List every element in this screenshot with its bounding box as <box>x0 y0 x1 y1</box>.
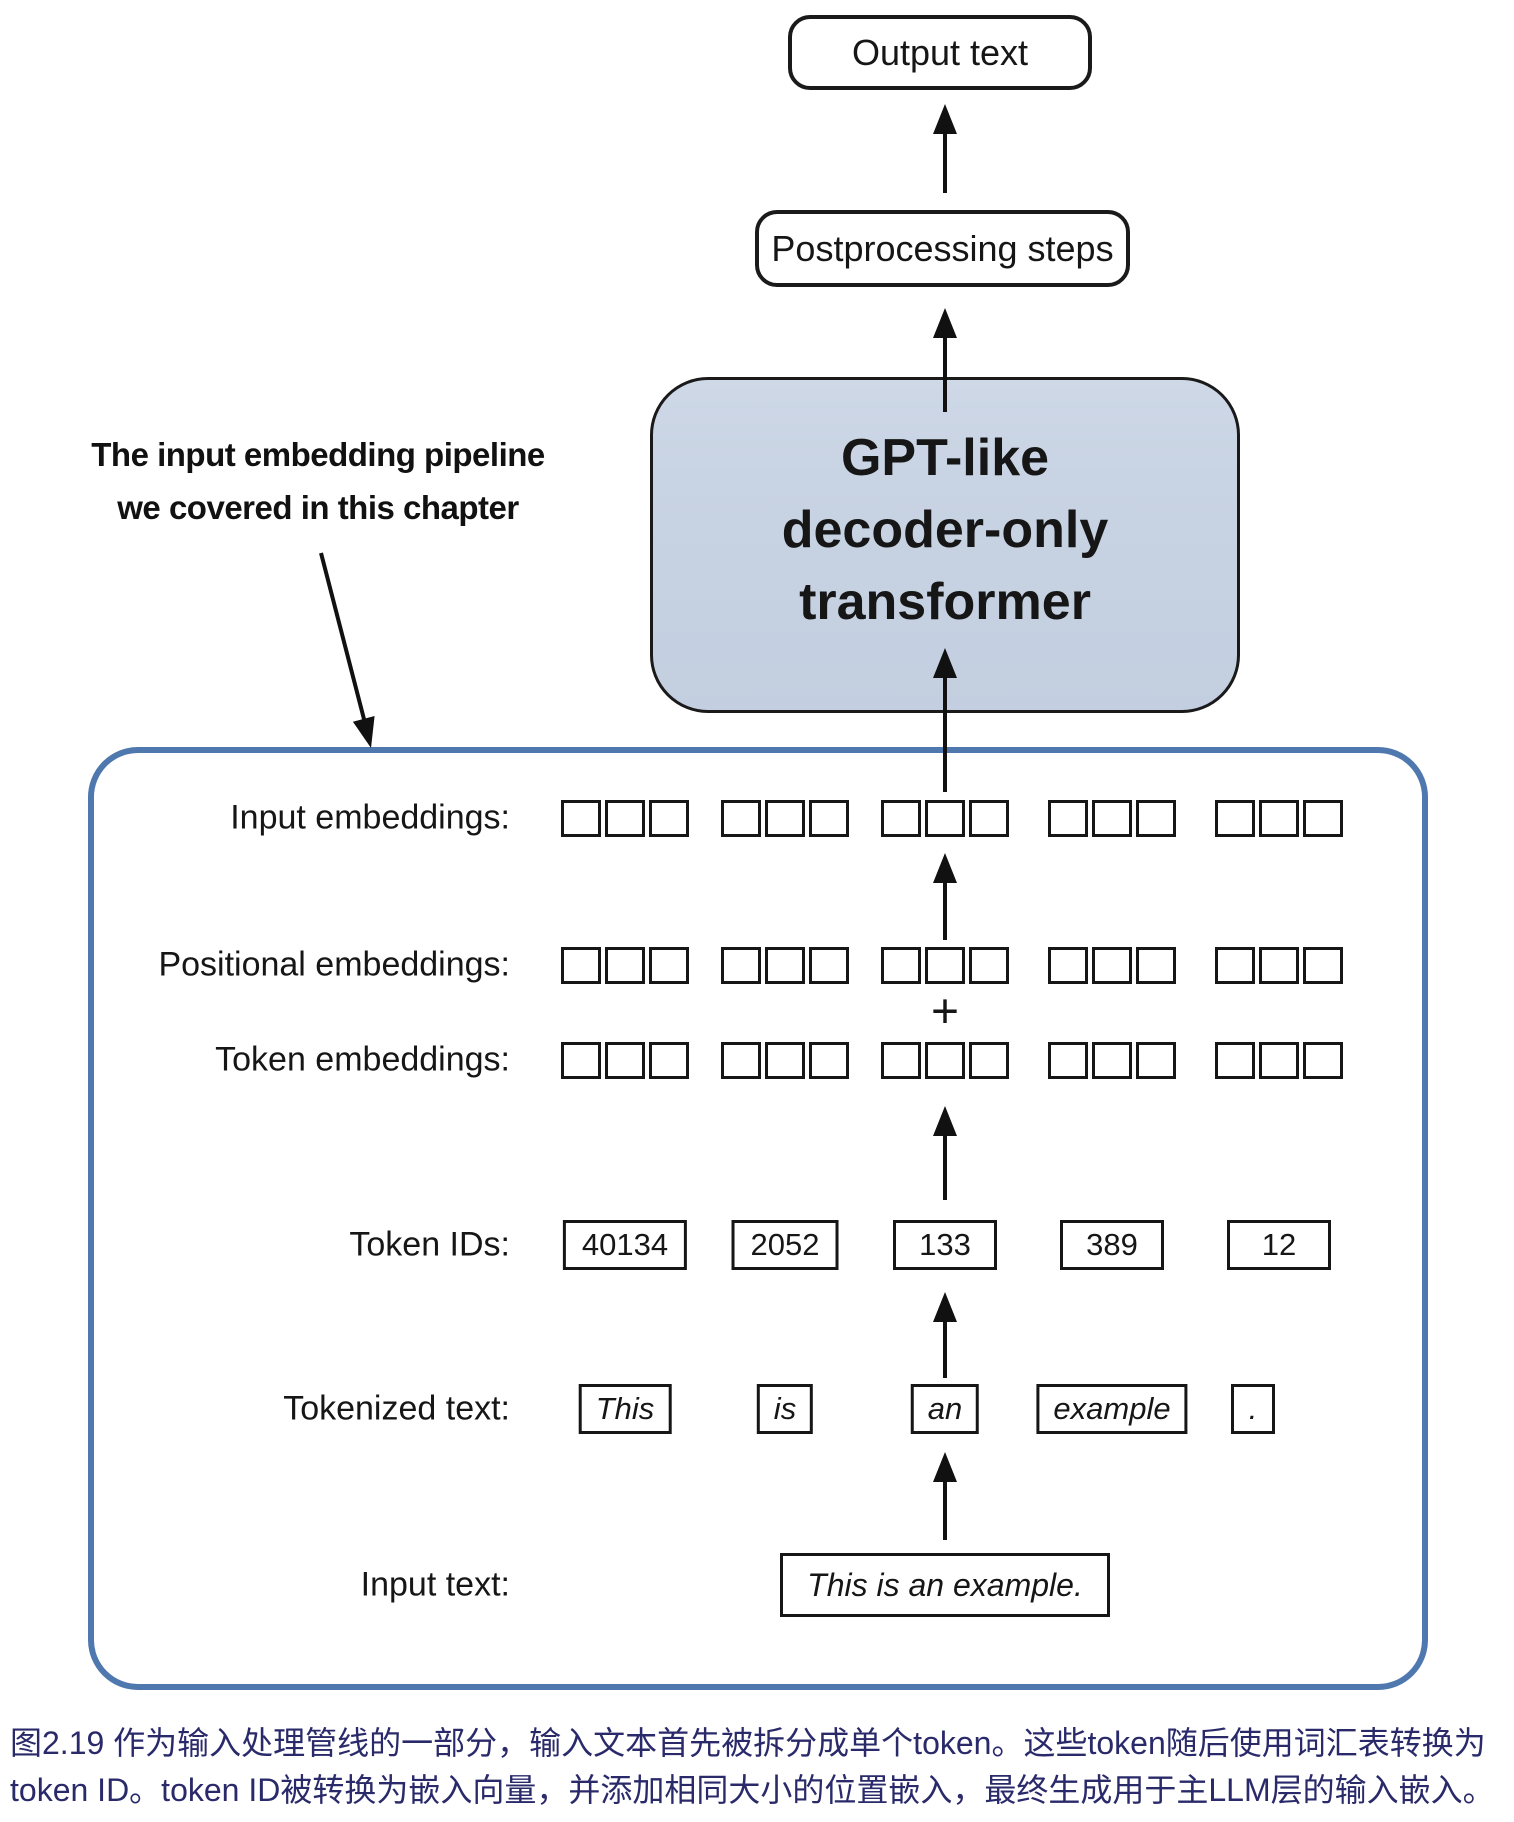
embedding-cell <box>765 799 805 837</box>
input-embeddings-row-group <box>1215 799 1343 837</box>
postprocessing-label: Postprocessing steps <box>771 227 1114 269</box>
embedding-cell <box>1136 799 1176 837</box>
embedding-cell <box>765 1041 805 1079</box>
figure-caption-line1: 图2.19 作为输入处理管线的一部分，输入文本首先被拆分成单个token。这些t… <box>10 1725 1486 1761</box>
embedding-cell <box>649 946 689 984</box>
embedding-cell <box>1136 946 1176 984</box>
embedding-cell <box>1092 1041 1132 1079</box>
token-id-box: 389 <box>1060 1220 1164 1270</box>
token-embeddings-label: Token embeddings: <box>215 1040 510 1079</box>
embedding-cell <box>721 1041 761 1079</box>
embedding-cell <box>1092 799 1132 837</box>
token-ids-label: Token IDs: <box>349 1225 510 1264</box>
arrow-post-to-output <box>933 104 957 193</box>
embedding-cell <box>1092 946 1132 984</box>
token-box: This <box>578 1384 672 1434</box>
positional-embeddings-row-group <box>1048 946 1176 984</box>
token-embeddings-row-group <box>1215 1041 1343 1079</box>
embedding-cell <box>1048 1041 1088 1079</box>
input-embeddings-row-group <box>881 799 1009 837</box>
embedding-cell <box>1048 799 1088 837</box>
token-box: is <box>756 1384 814 1434</box>
embedding-cell <box>1303 946 1343 984</box>
token-id-box: 133 <box>893 1220 997 1270</box>
positional-embeddings-row-group <box>881 946 1009 984</box>
token-embeddings-row-group <box>721 1041 849 1079</box>
embedding-cell <box>1215 1041 1255 1079</box>
embedding-cell <box>1215 799 1255 837</box>
embedding-cell <box>649 799 689 837</box>
embedding-cell <box>605 1041 645 1079</box>
embedding-cell <box>561 1041 601 1079</box>
annotation-note: The input embedding pipeline we covered … <box>68 428 568 534</box>
embedding-cell <box>1136 1041 1176 1079</box>
token-box: . <box>1231 1384 1275 1434</box>
embedding-cell <box>1259 799 1299 837</box>
embedding-cell <box>925 946 965 984</box>
input-text-box: This is an example. <box>780 1553 1110 1617</box>
embedding-cell <box>1303 1041 1343 1079</box>
embedding-cell <box>881 799 921 837</box>
embedding-cell <box>881 1041 921 1079</box>
annotation-arrow <box>319 552 375 748</box>
positional-embeddings-label: Positional embeddings: <box>158 945 510 984</box>
embedding-cell <box>1048 946 1088 984</box>
token-embeddings-row-group <box>881 1041 1009 1079</box>
tokenized-text-label: Tokenized text: <box>283 1389 510 1428</box>
embedding-cell <box>721 799 761 837</box>
embedding-cell <box>1259 946 1299 984</box>
gpt-box-line3: transformer <box>799 573 1091 631</box>
embedding-cell <box>809 1041 849 1079</box>
gpt-box-line2: decoder-only <box>781 501 1109 559</box>
embedding-cell <box>969 799 1009 837</box>
embedding-cell <box>925 799 965 837</box>
token-id-box: 12 <box>1227 1220 1331 1270</box>
input-embeddings-row-group <box>561 799 689 837</box>
gpt-transformer-box: GPT-like decoder-only transformer <box>650 377 1240 713</box>
embedding-cell <box>1215 946 1255 984</box>
embedding-cell <box>721 946 761 984</box>
gpt-box-line1: GPT-like <box>840 429 1050 487</box>
embedding-cell <box>605 799 645 837</box>
embedding-cell <box>561 799 601 837</box>
output-text-label: Output text <box>851 31 1029 73</box>
embedding-cell <box>881 946 921 984</box>
positional-embeddings-row-group <box>1215 946 1343 984</box>
input-text-label: Input text: <box>360 1565 510 1604</box>
token-id-box: 2052 <box>731 1220 839 1270</box>
token-embeddings-row-group <box>561 1041 689 1079</box>
postprocessing-box: Postprocessing steps <box>755 210 1130 287</box>
positional-embeddings-row-group <box>561 946 689 984</box>
token-box: example <box>1036 1384 1188 1434</box>
annotation-line1: The input embedding pipeline <box>91 436 545 473</box>
annotation-line2: we covered in this chapter <box>117 489 519 526</box>
output-text-box: Output text <box>788 15 1092 90</box>
embedding-cell <box>561 946 601 984</box>
token-box: an <box>910 1384 980 1434</box>
embedding-cell <box>809 946 849 984</box>
input-embeddings-row-group <box>721 799 849 837</box>
figure-caption-line2: token ID。token ID被转换为嵌入向量，并添加相同大小的位置嵌入，最… <box>10 1772 1495 1808</box>
plus-sign: + <box>930 985 960 1039</box>
input-embeddings-row-group <box>1048 799 1176 837</box>
embedding-cell <box>969 1041 1009 1079</box>
pipeline-container <box>88 747 1428 1690</box>
positional-embeddings-row-group <box>721 946 849 984</box>
embedding-cell <box>1259 1041 1299 1079</box>
embedding-cell <box>809 799 849 837</box>
embedding-cell <box>1303 799 1343 837</box>
embedding-cell <box>649 1041 689 1079</box>
embedding-cell <box>969 946 1009 984</box>
embedding-cell <box>925 1041 965 1079</box>
embedding-cell <box>605 946 645 984</box>
token-id-box: 40134 <box>562 1220 688 1270</box>
token-embeddings-row-group <box>1048 1041 1176 1079</box>
embedding-cell <box>765 946 805 984</box>
input-embeddings-label: Input embeddings: <box>230 798 510 837</box>
